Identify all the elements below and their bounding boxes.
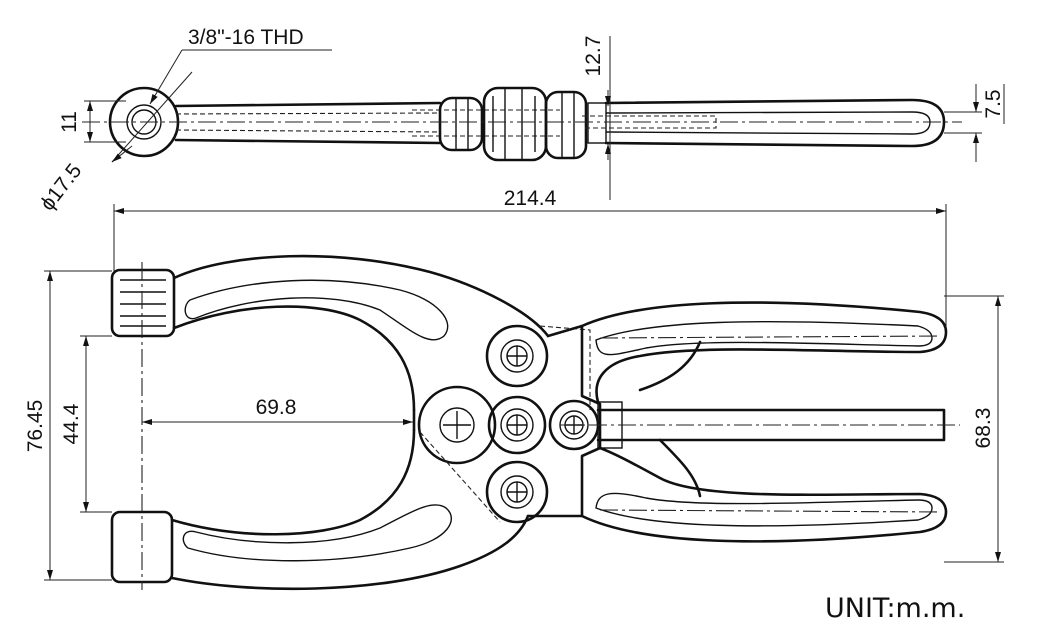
thread-label: 3/8"-16 THD — [188, 26, 304, 49]
diameter-label: ϕ17.5 — [36, 159, 87, 215]
upper-handle-centerline — [599, 335, 941, 339]
dim-11-label: 11 — [58, 111, 81, 133]
link-plate — [526, 324, 602, 518]
rivet-middle — [487, 395, 547, 455]
top-shank — [174, 101, 560, 145]
rivet-bottom — [485, 460, 549, 524]
pivot-body — [417, 325, 591, 523]
dim-12-7-label: 12.7 — [582, 36, 605, 77]
dim-44-4-label: 44.4 — [60, 403, 83, 444]
upper-handle — [580, 301, 948, 404]
dim-68-3-label: 68.3 — [972, 408, 995, 449]
lower-handle-centerline — [599, 509, 941, 513]
rivet-top — [485, 324, 549, 388]
dim-44-4: 44.4 — [60, 335, 112, 513]
dim-12-7: 12.7 — [582, 36, 611, 200]
dim-76-45-label: 76.45 — [24, 400, 47, 453]
dim-69-8-label: 69.8 — [256, 396, 297, 419]
upper-jaw-tip — [110, 268, 176, 338]
dim-214-4-label: 214.4 — [504, 187, 557, 210]
top-handle — [582, 98, 946, 148]
unit-label: UNIT:m.m. — [825, 593, 965, 624]
front-view — [110, 254, 960, 591]
lower-jaw-arm — [170, 428, 530, 591]
upper-jaw-arm — [172, 254, 550, 412]
dim-11: 11 — [58, 100, 126, 143]
diameter-callout: ϕ17.5 — [36, 71, 193, 215]
dim-7-5-label: 7.5 — [982, 89, 1005, 118]
top-pivot-cluster — [438, 86, 607, 162]
dim-76-45: 76.45 — [24, 270, 112, 581]
dim-69-8: 69.8 — [142, 396, 413, 425]
dim-68-3: 68.3 — [944, 295, 1004, 563]
dim-7-5: 7.5 — [944, 84, 1005, 162]
dim-214-4: 214.4 — [113, 187, 947, 330]
lower-handle — [580, 438, 948, 543]
thread-callout: 3/8"-16 THD — [149, 26, 332, 105]
